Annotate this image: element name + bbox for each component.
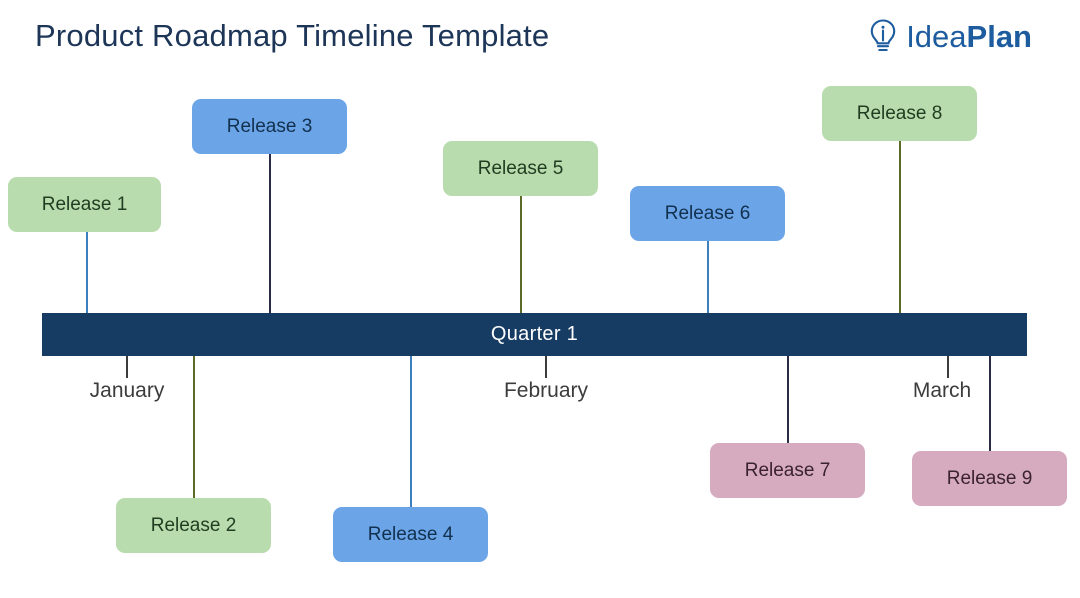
release-label: Release 4 (367, 523, 454, 545)
release-connector (787, 356, 789, 443)
release-box[interactable]: Release 6 (630, 186, 785, 241)
release-box[interactable]: Release 8 (822, 86, 977, 141)
brand-text-regular: Idea (906, 18, 967, 54)
timeline-bar[interactable]: Quarter 1 (42, 313, 1027, 356)
release-box[interactable]: Release 5 (443, 141, 598, 196)
release-connector (707, 241, 709, 315)
release-label: Release 3 (226, 115, 313, 137)
release-label: Release 2 (150, 514, 237, 536)
page-title: Product Roadmap Timeline Template (35, 18, 550, 53)
release-connector (989, 356, 991, 451)
release-label: Release 6 (664, 202, 751, 224)
release-connector (410, 356, 412, 507)
month-tick (545, 356, 547, 378)
month-label: March (912, 379, 972, 402)
release-box[interactable]: Release 1 (8, 177, 161, 232)
month-tick (126, 356, 128, 378)
brand-text-bold: Plan (966, 18, 1032, 54)
release-box[interactable]: Release 3 (192, 99, 347, 154)
month-tick (947, 356, 949, 378)
release-label: Release 1 (41, 193, 128, 215)
brand-logo: IdeaPlan (868, 18, 1032, 54)
release-connector (193, 356, 195, 498)
release-connector (269, 154, 271, 315)
release-label: Release 7 (744, 459, 831, 481)
brand-text: IdeaPlan (906, 21, 1032, 52)
month-label: January (89, 379, 165, 402)
release-label: Release 9 (946, 467, 1033, 489)
release-box[interactable]: Release 2 (116, 498, 271, 553)
release-box[interactable]: Release 4 (333, 507, 488, 562)
month-label: February (503, 379, 589, 402)
timeline-bar-label: Quarter 1 (490, 323, 579, 345)
release-connector (86, 232, 88, 315)
release-connector (899, 141, 901, 315)
release-label: Release 8 (856, 102, 943, 124)
lightbulb-icon (868, 18, 898, 54)
release-label: Release 5 (477, 157, 564, 179)
release-connector (520, 196, 522, 315)
release-box[interactable]: Release 7 (710, 443, 865, 498)
release-box[interactable]: Release 9 (912, 451, 1067, 506)
